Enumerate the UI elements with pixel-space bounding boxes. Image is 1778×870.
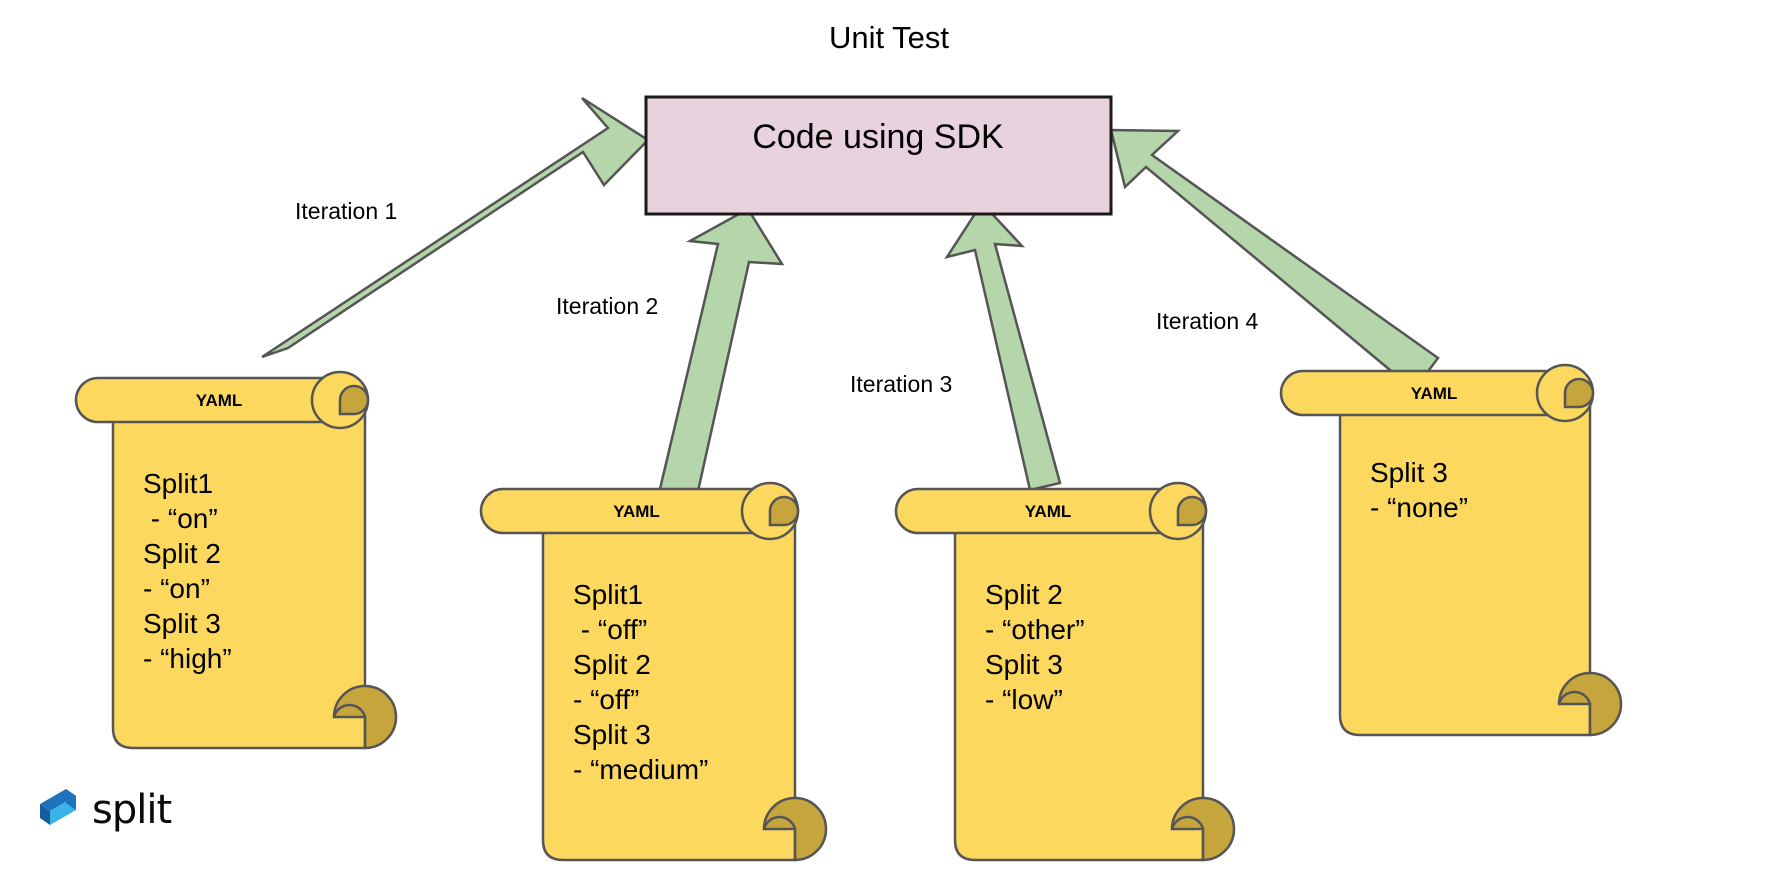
- scroll-3-header: YAML: [1024, 502, 1072, 521]
- arrow-iteration-1: [261, 96, 650, 359]
- arrow-iteration-2: [653, 207, 785, 520]
- scroll-2-bottom-curl-line: [762, 815, 797, 830]
- scroll-2-header: YAML: [613, 502, 660, 521]
- scroll-content-line: - “off”: [573, 684, 640, 715]
- scroll-1-top-curl-inner: [338, 384, 370, 416]
- scroll-content-line: - “high”: [143, 643, 232, 674]
- scroll-content-line: Split1: [143, 468, 214, 499]
- arrow-label-iteration-1: Iteration 1: [295, 198, 398, 224]
- scroll-content-line: Split 2: [573, 649, 651, 680]
- scroll-content-line: - “none”: [1370, 492, 1469, 523]
- arrow-label-iteration-3: Iteration 3: [850, 371, 953, 397]
- scroll-2-bottom-curl: [762, 796, 828, 862]
- scroll-content-line: Split 2: [143, 538, 221, 569]
- scroll-2-content: Split1 - “off” Split 2 - “off” Split 3 - “me…: [573, 577, 708, 787]
- scroll-content-line: - “medium”: [573, 754, 709, 785]
- arrow-iteration-3: [944, 200, 1062, 492]
- scroll-content-line: - “on”: [143, 573, 210, 604]
- scroll-1-bottom-curl: [332, 684, 398, 750]
- arrow-label-iteration-2: Iteration 2: [556, 293, 659, 319]
- central-box-label: Code using SDK: [752, 118, 1004, 156]
- scroll-4-bottom-curl: [1557, 671, 1623, 737]
- scroll-content-line: Split 3: [1370, 457, 1448, 488]
- scroll-1-content: Split1 - “on” Split 2 - “on” Split 3 - “high…: [143, 466, 232, 676]
- arrow-label-iteration-4: Iteration 4: [1156, 308, 1259, 334]
- scroll-4-top-curl-inner: [1563, 377, 1595, 409]
- arrow-iteration-1-shape: [261, 96, 650, 359]
- scroll-3-bottom-curl: [1170, 796, 1236, 862]
- scroll-3-content: Split 2 - “other” Split 3 - “low”: [985, 577, 1085, 717]
- scroll-4-header: YAML: [1410, 384, 1458, 403]
- scroll-3-bottom-curl-line: [1170, 815, 1205, 830]
- yaml-scroll-2[interactable]: [479, 481, 828, 862]
- yaml-scroll-3[interactable]: [894, 481, 1236, 862]
- yaml-scroll-1[interactable]: [74, 370, 398, 750]
- scroll-content-line: - “low”: [985, 684, 1063, 715]
- scroll-content-line: Split 3: [143, 608, 221, 639]
- scroll-content-line: Split1: [573, 579, 644, 610]
- scroll-content-line: Split 3: [573, 719, 651, 750]
- scroll-content-line: Split 3: [985, 649, 1063, 680]
- scroll-4-bottom-curl-line: [1557, 690, 1592, 705]
- split-logo-wordmark: split: [92, 787, 172, 833]
- page-title: Unit Test: [828, 20, 950, 55]
- scroll-content-line: - “off”: [573, 614, 648, 645]
- scroll-2-body: [541, 504, 797, 862]
- scroll-content-line: - “other”: [985, 614, 1085, 645]
- arrow-iteration-3-shape: [944, 200, 1062, 492]
- split-logo: split: [36, 785, 196, 837]
- scroll-3-top-curl-inner: [1176, 495, 1208, 527]
- scroll-content-line: Split 2: [985, 579, 1063, 610]
- scroll-1-body: [111, 393, 367, 750]
- scroll-2-top-curl-inner: [768, 495, 800, 527]
- yaml-scroll-4[interactable]: [1279, 363, 1623, 737]
- scroll-1-header: YAML: [195, 391, 243, 410]
- central-box[interactable]: [644, 95, 1113, 216]
- split-logo-mark-icon: [40, 789, 76, 825]
- scroll-4-content: Split 3 - “none”: [1370, 455, 1468, 525]
- scroll-1-bottom-curl-line: [332, 703, 367, 718]
- arrow-iteration-4: [1109, 128, 1440, 392]
- arrow-iteration-4-shape: [1109, 128, 1440, 392]
- scroll-4-body: [1338, 386, 1592, 737]
- arrow-iteration-2-shape: [653, 207, 785, 520]
- scroll-3-body: [953, 504, 1205, 862]
- scroll-content-line: - “on”: [143, 503, 218, 534]
